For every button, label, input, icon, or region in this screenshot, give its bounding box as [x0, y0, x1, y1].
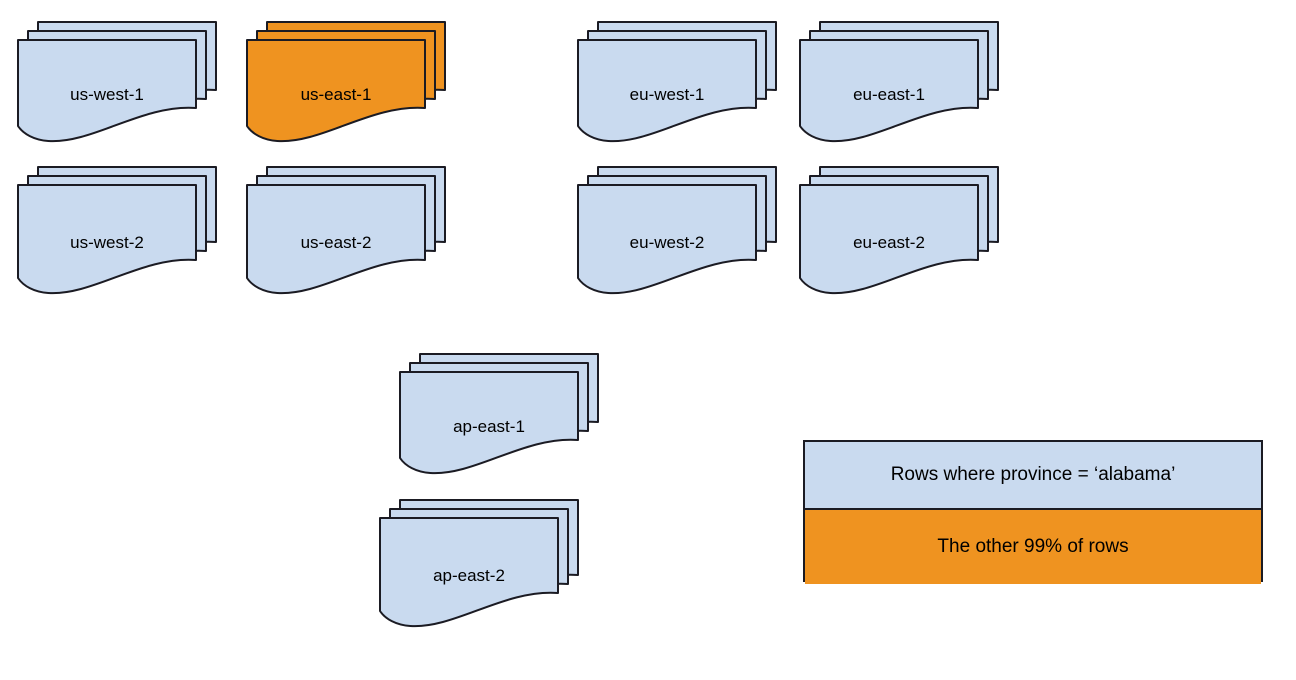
legend-highlight: The other 99% of rows: [805, 510, 1261, 584]
document-sheet: [17, 184, 197, 295]
document-sheet: [799, 184, 979, 295]
document-stack-eu-west-1[interactable]: eu-west-1: [577, 21, 777, 168]
document-stack-shape-eu-east-1: [799, 21, 999, 143]
document-sheet: [17, 39, 197, 143]
legend-label-normal: Rows where province = ‘alabama’: [890, 464, 1176, 485]
document-stack-shape-ap-east-2: [379, 499, 579, 628]
document-stack-eu-east-1[interactable]: eu-east-1: [799, 21, 999, 168]
document-stack-shape-us-east-2: [246, 166, 446, 295]
document-sheet: [799, 39, 979, 143]
document-sheet: [577, 184, 757, 295]
document-stack-shape-us-west-1: [17, 21, 217, 143]
document-stack-eu-west-2[interactable]: eu-west-2: [577, 166, 777, 320]
document-stack-us-west-2[interactable]: us-west-2: [17, 166, 217, 320]
legend-label-highlight: The other 99% of rows: [937, 536, 1129, 557]
document-stack-us-east-2[interactable]: us-east-2: [246, 166, 446, 320]
document-sheet: [577, 39, 757, 143]
document-stack-ap-east-2[interactable]: ap-east-2: [379, 499, 579, 653]
document-sheet: [379, 517, 559, 628]
legend-normal: Rows where province = ‘alabama’: [805, 442, 1261, 510]
document-stack-shape-ap-east-1: [399, 353, 599, 475]
document-stack-shape-eu-west-2: [577, 166, 777, 295]
document-stack-eu-east-2[interactable]: eu-east-2: [799, 166, 999, 320]
document-sheet: [246, 184, 426, 295]
document-stack-ap-east-1[interactable]: ap-east-1: [399, 353, 599, 500]
document-stack-shape-eu-west-1: [577, 21, 777, 143]
document-stack-shape-us-east-1: [246, 21, 446, 143]
document-stack-us-east-1[interactable]: us-east-1: [246, 21, 446, 168]
document-stack-us-west-1[interactable]: us-west-1: [17, 21, 217, 168]
legend: Rows where province = ‘alabama’ The othe…: [803, 440, 1263, 584]
document-sheet: [246, 39, 426, 143]
document-stack-shape-eu-east-2: [799, 166, 999, 295]
document-stack-shape-us-west-2: [17, 166, 217, 295]
document-sheet: [399, 371, 579, 475]
